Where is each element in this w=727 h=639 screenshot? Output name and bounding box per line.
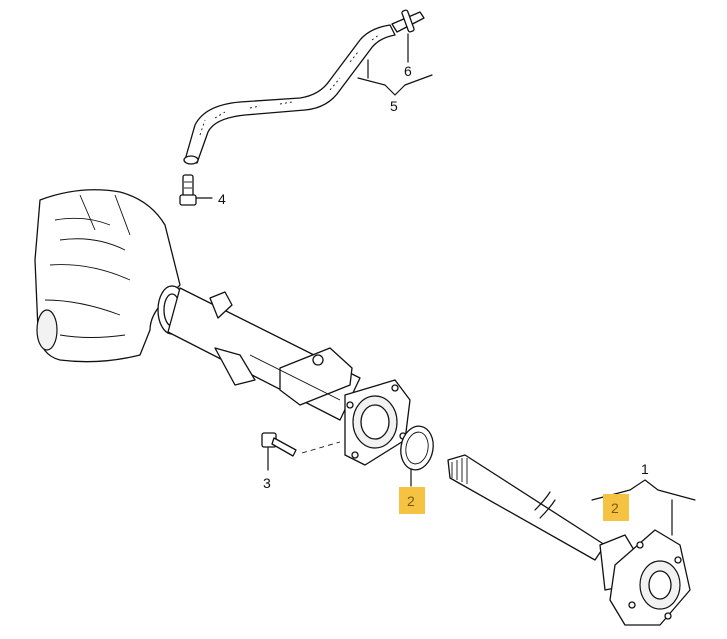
bolt[interactable] — [261, 432, 341, 457]
callout-lines — [267, 33, 696, 536]
wheel-hub[interactable] — [599, 529, 691, 626]
differential-housing[interactable] — [34, 189, 181, 363]
callout-2-a: 2 — [407, 493, 415, 509]
callout-2-highlight-b — [603, 494, 629, 521]
drive-shaft[interactable] — [447, 454, 606, 561]
callout-2-b: 2 — [611, 500, 619, 516]
callout-2-highlight-a — [399, 487, 425, 514]
vent-valve[interactable] — [179, 174, 213, 206]
callout-4: 4 — [218, 191, 226, 207]
callout-3: 3 — [263, 475, 271, 491]
callout-6: 6 — [404, 63, 412, 79]
callout-1: 1 — [641, 461, 649, 477]
vent-hose[interactable] — [183, 24, 396, 165]
hose-fitting[interactable] — [391, 9, 425, 33]
axle-tube[interactable] — [157, 285, 361, 421]
axle-flange[interactable] — [344, 379, 411, 466]
gasket[interactable] — [397, 424, 436, 473]
callout-5: 5 — [390, 98, 398, 114]
